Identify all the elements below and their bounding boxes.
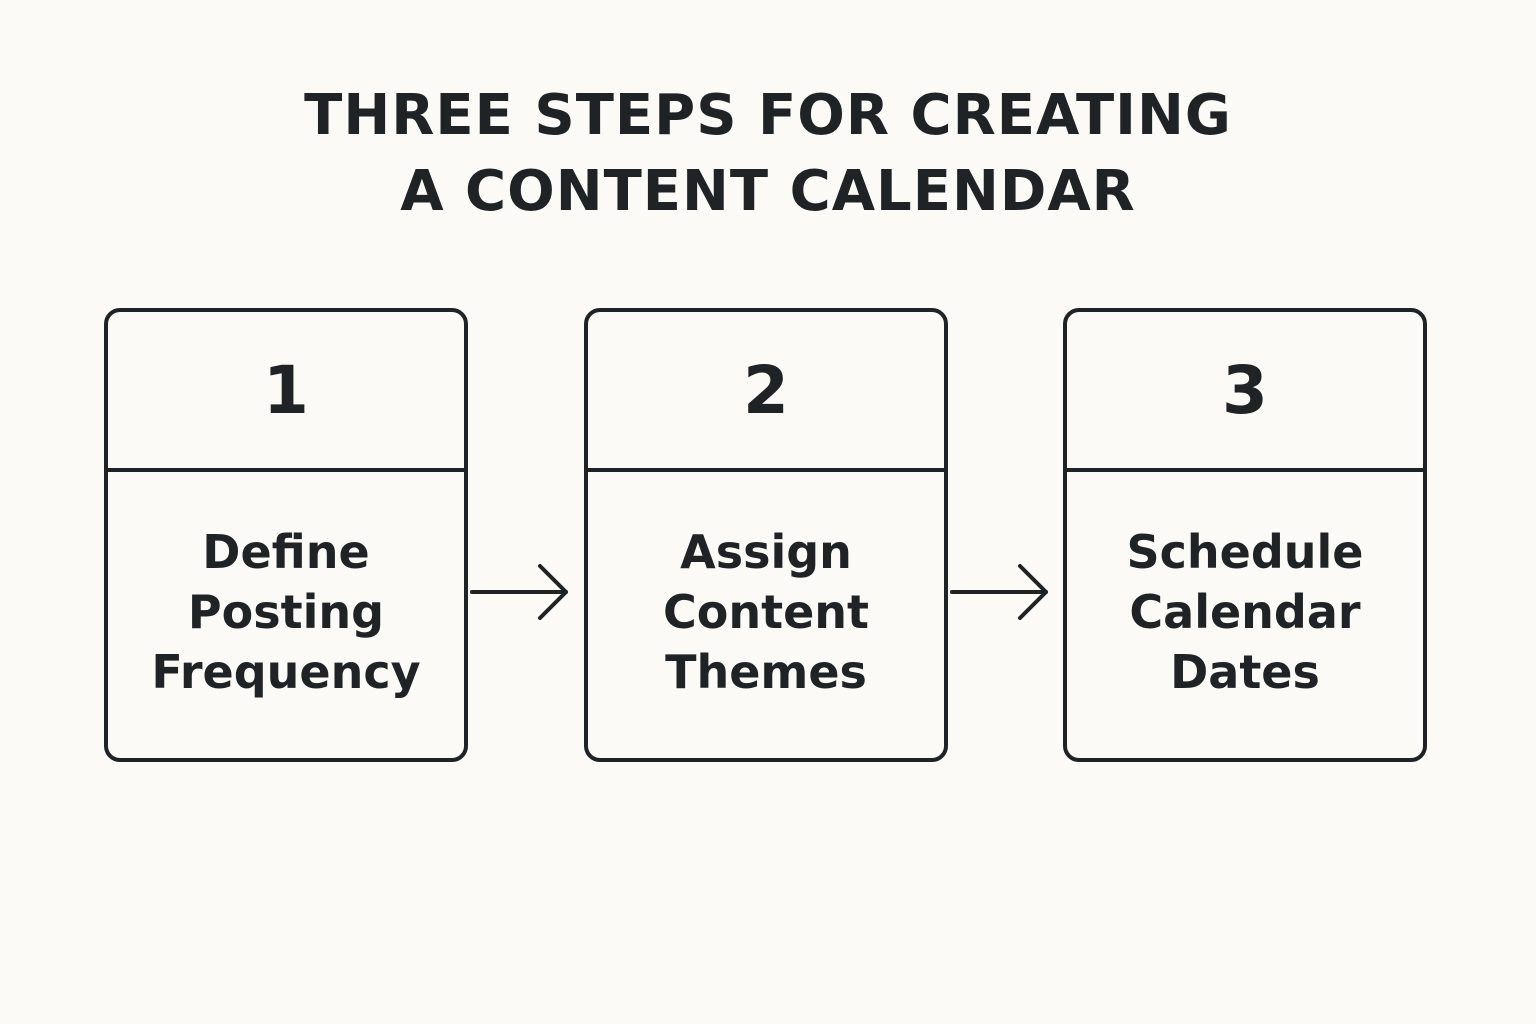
step-2-label-line-3: Themes bbox=[665, 645, 867, 699]
title-line-2: A CONTENT CALENDAR bbox=[400, 159, 1136, 224]
arrow-1-to-2-icon bbox=[470, 564, 568, 620]
step-2-label-line-1: Assign bbox=[680, 525, 852, 579]
diagram-title: THREE STEPS FOR CREATING A CONTENT CALEN… bbox=[0, 78, 1536, 230]
step-1-box: 1 Define Posting Frequency bbox=[104, 308, 468, 762]
step-1-label: Define Posting Frequency bbox=[108, 522, 464, 702]
step-3-box: 3 Schedule Calendar Dates bbox=[1063, 308, 1427, 762]
step-3-label-line-1: Schedule bbox=[1126, 525, 1364, 579]
step-2-box: 2 Assign Content Themes bbox=[584, 308, 948, 762]
step-3-label-line-2: Calendar bbox=[1129, 585, 1361, 639]
step-1-label-line-2: Posting bbox=[187, 585, 385, 639]
step-1-label-line-1: Define bbox=[202, 525, 370, 579]
step-3-label: Schedule Calendar Dates bbox=[1067, 522, 1423, 702]
step-2-label: Assign Content Themes bbox=[588, 522, 944, 702]
step-3-number: 3 bbox=[1067, 312, 1423, 472]
step-1-label-line-3: Frequency bbox=[151, 645, 421, 699]
step-3-label-line-3: Dates bbox=[1170, 645, 1320, 699]
arrow-2-to-3-icon bbox=[950, 564, 1048, 620]
step-2-label-line-2: Content bbox=[662, 585, 870, 639]
title-line-1: THREE STEPS FOR CREATING bbox=[304, 83, 1232, 148]
step-1-number: 1 bbox=[108, 312, 464, 472]
step-2-number: 2 bbox=[588, 312, 944, 472]
